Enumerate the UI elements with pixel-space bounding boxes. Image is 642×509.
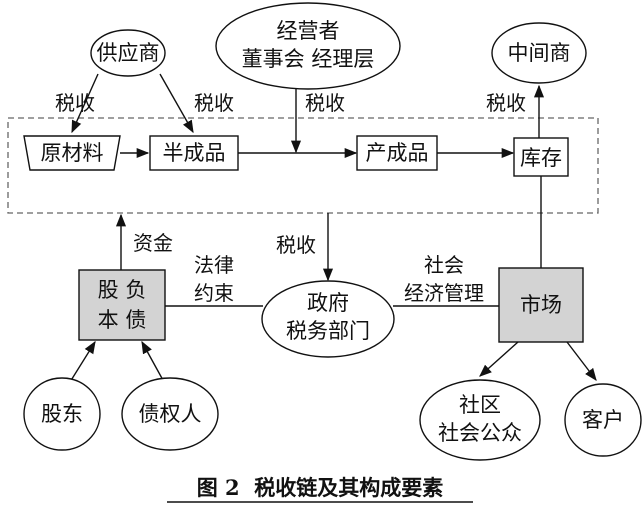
legal-label-1: 法律 xyxy=(194,253,234,277)
semi-finished-label: 半成品 xyxy=(163,141,226,165)
market-label: 市场 xyxy=(520,293,562,317)
legal-label-2: 约束 xyxy=(194,281,234,305)
government-label-2: 税务部门 xyxy=(286,319,370,343)
supplier-label: 供应商 xyxy=(97,41,160,65)
edge-supplier-raw xyxy=(71,73,99,134)
tax-label-supplier-semi: 税收 xyxy=(194,91,234,115)
social-label-1: 社会 xyxy=(424,253,464,277)
inventory-label: 库存 xyxy=(520,146,562,170)
node-middleman xyxy=(491,22,587,84)
node-inventory xyxy=(513,137,569,177)
tax-label-management: 税收 xyxy=(305,91,345,115)
capital-label: 资金 xyxy=(133,231,173,255)
customers-label: 客户 xyxy=(582,408,624,432)
equity-debt-label-1: 股 负 xyxy=(98,278,147,302)
edge-market-community xyxy=(479,341,519,377)
node-community xyxy=(419,379,541,461)
equity-debt-label-2: 本 债 xyxy=(98,308,147,332)
node-management xyxy=(215,2,401,90)
management-label-2: 董事会 经理层 xyxy=(242,47,375,71)
tax-label-government: 税收 xyxy=(276,233,316,257)
node-creditors xyxy=(121,377,219,451)
edge-supplier-semi xyxy=(159,73,194,134)
community-label-2: 社会公众 xyxy=(438,421,522,445)
shareholders-label: 股东 xyxy=(41,402,83,426)
node-product xyxy=(356,135,438,171)
government-label-1: 政府 xyxy=(307,291,349,315)
social-label-2: 经济管理 xyxy=(404,281,484,305)
enterprise-boundary xyxy=(7,117,599,214)
figure-caption: 图 2 税收链及其构成要素 xyxy=(197,475,444,500)
tax-label-supplier-raw: 税收 xyxy=(55,91,95,115)
node-supplier xyxy=(90,29,166,77)
middleman-label: 中间商 xyxy=(508,41,571,65)
edge-creditors xyxy=(141,340,165,383)
edge-market-customers xyxy=(566,341,597,382)
node-raw-materials xyxy=(23,135,121,171)
raw-materials-label: 原材料 xyxy=(41,141,104,165)
product-label: 产成品 xyxy=(366,141,429,165)
node-customers xyxy=(564,383,642,457)
tax-label-middleman: 税收 xyxy=(486,91,526,115)
creditors-label: 债权人 xyxy=(139,402,202,426)
node-semi-finished xyxy=(149,135,239,171)
edge-shareholders xyxy=(69,340,96,383)
node-government xyxy=(261,280,395,358)
community-label-1: 社区 xyxy=(459,393,501,417)
node-equity-debt xyxy=(78,269,166,341)
node-market xyxy=(498,267,584,343)
management-label-1: 经营者 xyxy=(277,19,340,43)
node-shareholders xyxy=(23,377,101,451)
